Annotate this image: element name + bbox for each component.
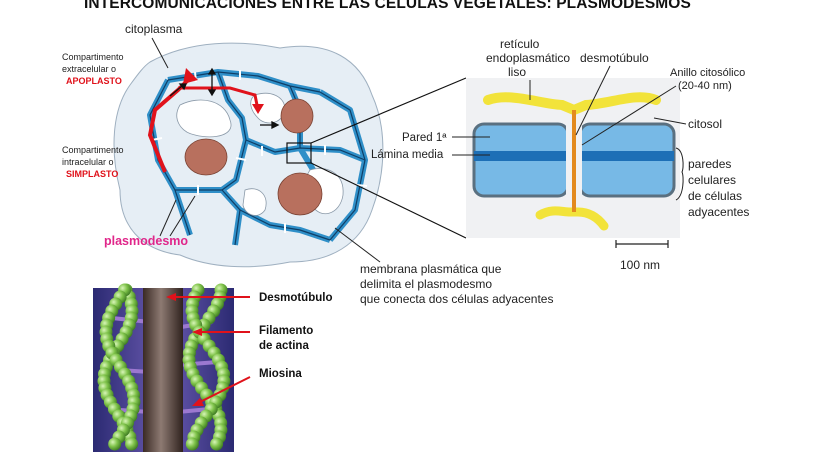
citosol-pointer: [653, 117, 687, 125]
model-miosina-label: Miosina: [259, 368, 302, 380]
plasmodesmo-label: plasmodesmo: [104, 234, 188, 248]
anillo-pointer: [581, 85, 677, 146]
apoplast-arrowhead: [183, 68, 198, 84]
model-filamento-line2: de actina: [259, 340, 309, 352]
lamina-label: Lámina media: [371, 149, 444, 161]
simplast-arrowhead: [252, 104, 264, 114]
membrana-line1: membrana plasmática que: [360, 262, 502, 276]
citoplasma-pointer: [151, 37, 169, 69]
apoplasto-name: APOPLASTO: [66, 76, 122, 86]
filamento-arrowhead: [192, 328, 202, 336]
model-filamento-line1: Filamento: [259, 325, 313, 337]
actin-bead: [185, 437, 199, 451]
reticulo-line2: endoplasmático: [486, 51, 570, 65]
membrana-line2: delimita el plasmodesmo: [360, 277, 492, 291]
nucleus-3: [277, 172, 323, 216]
molecular-model: [93, 283, 234, 452]
apoplasto-line2: extracelular o: [62, 64, 116, 74]
zoom-line-top: [310, 77, 467, 144]
miosina-arrowhead: [192, 398, 204, 406]
desmotubulo-label: desmotúbulo: [580, 51, 649, 65]
zoom-box: [286, 142, 312, 164]
anillo-line1: Anillo citosólico: [670, 67, 745, 79]
paredes-brace: [675, 147, 684, 201]
paredes-line4: adyacentes: [688, 205, 749, 219]
nucleus-1: [184, 138, 228, 176]
model-desmotubulo-label: Desmotúbulo: [259, 292, 332, 304]
reticulo-line1: retículo: [500, 37, 540, 51]
actin-bead: [210, 437, 224, 451]
nucleus-2: [280, 98, 314, 134]
cell-tissue-diagram: [113, 42, 384, 268]
miosina-arrow: [195, 376, 251, 405]
membrana-pointer: [334, 227, 381, 263]
plasmodesmo-pointers: [159, 195, 196, 237]
desmotubulo-arrowhead: [166, 293, 176, 301]
scale-label: 100 nm: [620, 258, 660, 272]
membrana-line3: que conecta dos células adyacentes: [360, 292, 553, 306]
apoplasto-line1: Compartimento: [62, 52, 124, 62]
paredes-line3: de células: [688, 189, 742, 203]
model-desmotubule: [143, 288, 183, 452]
simplast-path: [178, 86, 260, 111]
actin-bead: [125, 437, 139, 451]
zoom-line-bottom: [310, 162, 467, 239]
plasmodesma-detail: [466, 78, 680, 248]
page-title: INTERCOMUNICACIONES ENTRE LAS CÉLULAS VE…: [84, 0, 691, 12]
simplasto-name: SIMPLASTO: [66, 169, 118, 179]
desmotubulo-pointer: [575, 65, 611, 136]
simplasto-line1: Compartimento: [62, 145, 124, 155]
actin-bead: [108, 437, 122, 451]
pared-label: Pared 1ª: [402, 132, 447, 144]
anillo-line2: (20-40 nm): [678, 80, 732, 92]
simplasto-line2: intracelular o: [62, 157, 114, 167]
middle-lamella-right: [580, 151, 674, 161]
actin-filaments: [97, 283, 231, 451]
citoplasma-label: citoplasma: [125, 22, 183, 36]
paredes-line2: celulares: [688, 173, 736, 187]
flow-arrows: [169, 67, 280, 130]
paredes-line1: paredes: [688, 157, 731, 171]
middle-lamella-left: [474, 151, 568, 161]
reticulo-line3: liso: [508, 65, 526, 79]
citosol-label: citosol: [688, 117, 722, 131]
